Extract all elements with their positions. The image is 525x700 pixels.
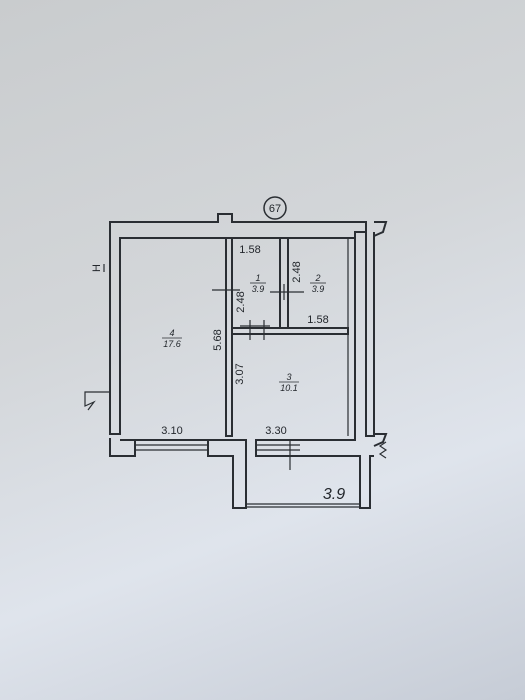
dim-room1-height: 2.48 xyxy=(235,291,247,312)
room-3-area: 10.1 xyxy=(280,383,298,393)
room-2-area: 3.9 xyxy=(312,284,325,294)
side-mark: Н xyxy=(91,264,103,272)
grid-ticks xyxy=(103,264,304,340)
outer-walls xyxy=(84,213,388,509)
openings xyxy=(136,440,360,508)
apartment-marker: 67 xyxy=(263,196,287,220)
room-3-label: 3 10.1 xyxy=(279,372,299,393)
room-1-number: 1 xyxy=(255,273,260,283)
dim-top-hall-width: 1.58 xyxy=(239,244,260,256)
apartment-number: 67 xyxy=(269,203,281,215)
room-3-number: 3 xyxy=(286,372,291,382)
room-2-label: 2 3.9 xyxy=(310,273,326,294)
dim-room3-width: 3.30 xyxy=(265,425,286,437)
dim-room4-depth: 5.68 xyxy=(212,329,224,350)
room-4-area: 17.6 xyxy=(163,339,181,349)
dim-room2-height: 2.48 xyxy=(291,261,303,282)
dim-room3-depth: 3.07 xyxy=(234,363,246,384)
interior-walls xyxy=(225,238,349,437)
room-4-label: 4 17.6 xyxy=(162,328,182,349)
dim-room4-width: 3.10 xyxy=(161,425,182,437)
room-1-area: 3.9 xyxy=(252,284,265,294)
room-1-label: 1 3.9 xyxy=(250,273,266,294)
room-4-number: 4 xyxy=(169,328,174,338)
dim-balcony-width: 3.9 xyxy=(323,486,345,503)
dim-room2-width: 1.58 xyxy=(307,314,328,326)
room-2-number: 2 xyxy=(314,273,320,283)
